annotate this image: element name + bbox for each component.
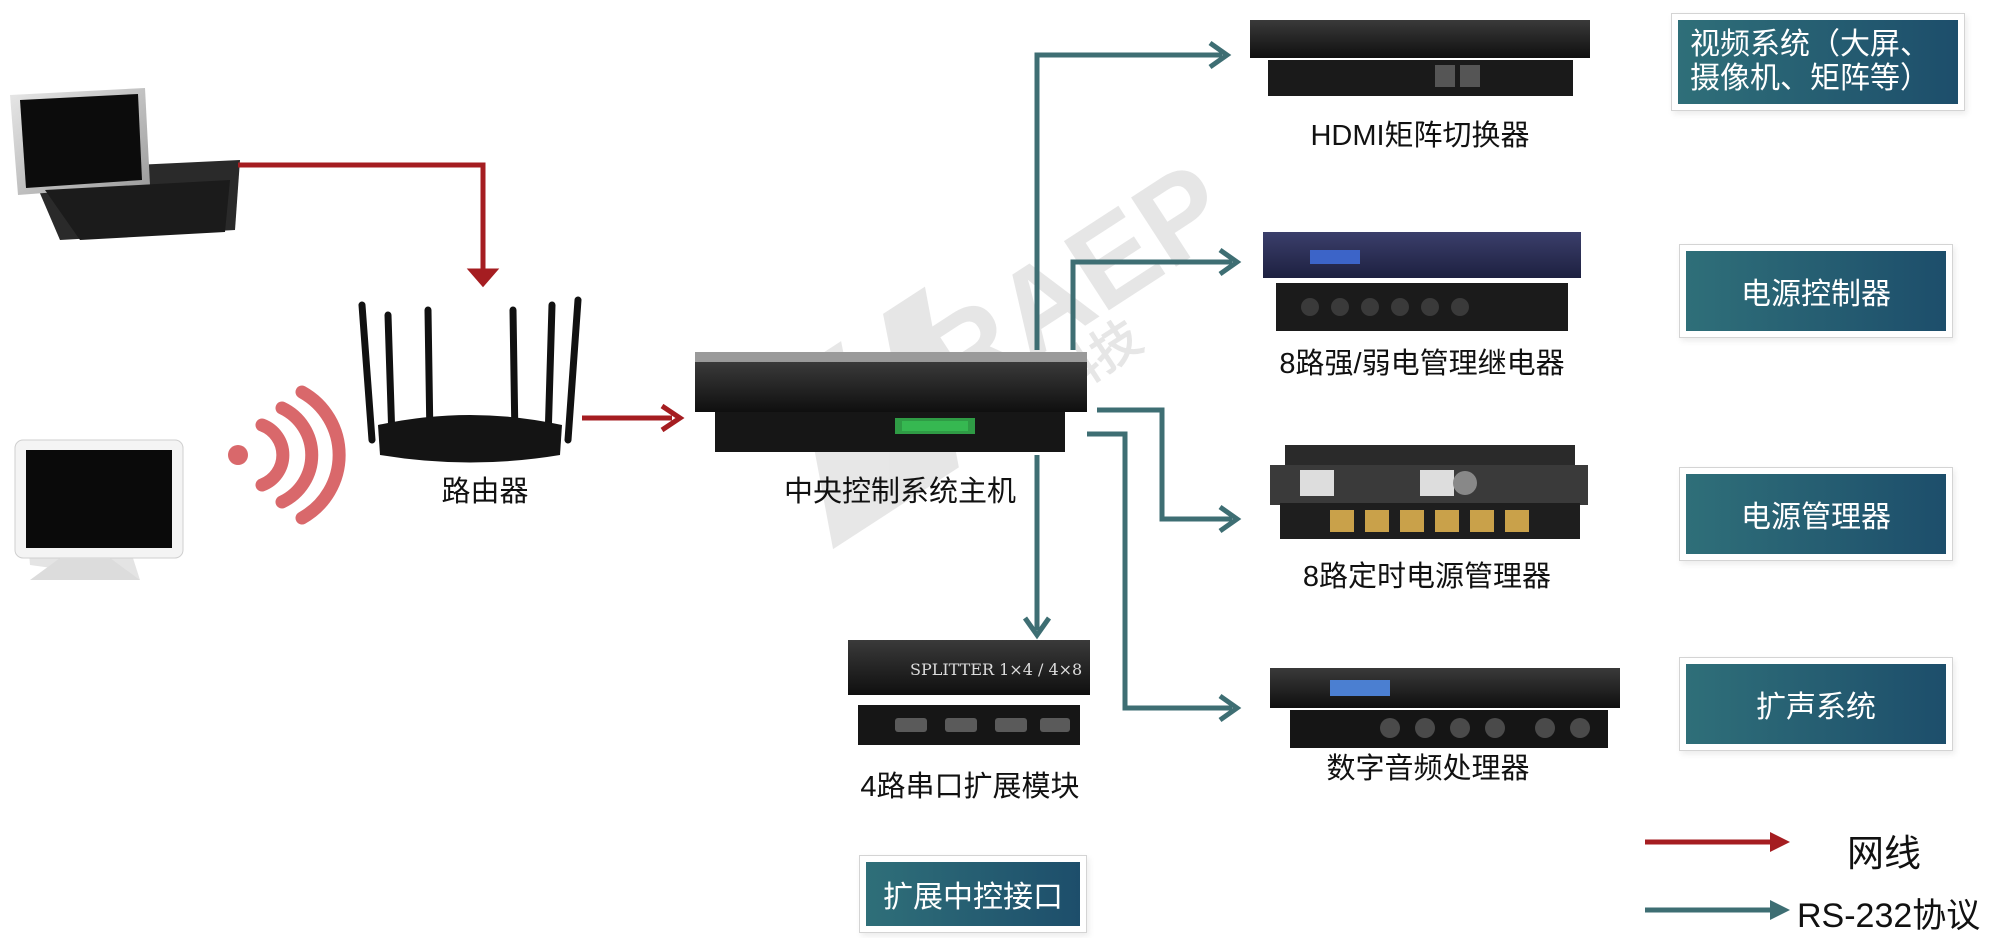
relay-device: [1263, 232, 1581, 331]
box-video-line1: 视频系统（大屏、: [1690, 28, 1930, 61]
label-router: 路由器: [441, 476, 529, 508]
label-central-host: 中央控制系统主机: [783, 476, 1016, 508]
wifi-signal-icon: [228, 385, 346, 525]
rs232-arrow-power-seq: [1218, 504, 1242, 534]
hdmi-matrix-device: [1250, 20, 1590, 96]
box-power-controller: 电源控制器: [1686, 251, 1946, 331]
box-extension-interface: 扩展中控接口: [866, 862, 1080, 926]
serial-splitter-device: SPLITTER 1×4 / 4×8: [848, 640, 1090, 745]
net-arrow-router-host: [660, 403, 685, 433]
label-serial-extension: 4路串口扩展模块: [860, 771, 1080, 803]
label-hdmi-matrix: HDMI矩阵切换器: [1310, 120, 1530, 152]
splitter-panel-text: SPLITTER 1×4 / 4×8: [910, 660, 1082, 679]
tablet-desk-icon: [10, 88, 240, 240]
tablet-stand-icon: [14, 439, 184, 580]
network-connections: [238, 162, 685, 433]
power-sequencer-device: [1270, 445, 1588, 539]
rs232-line-audio: [1087, 431, 1232, 711]
legend-graphics: [1645, 832, 1790, 920]
audio-processor-device: [1270, 668, 1620, 748]
net-line-tablet-router: [238, 162, 486, 280]
legend-network-text: 网线: [1847, 833, 1921, 874]
label-power-sequencer: 8路定时电源管理器: [1302, 561, 1552, 593]
rs232-arrow-hdmi: [1208, 40, 1232, 70]
rs232-line-hdmi: [1034, 52, 1222, 350]
box-pa-system: 扩声系统: [1686, 664, 1946, 744]
box-video-line2: 摄像机、矩阵等）: [1690, 62, 1930, 95]
rs232-line-relay: [1070, 259, 1232, 350]
box-power-manager: 电源管理器: [1686, 474, 1946, 554]
rs232-arrow-splitter: [1022, 616, 1052, 640]
box-video-system: 视频系统（大屏、 摄像机、矩阵等）: [1678, 20, 1958, 104]
rs232-line-power-seq: [1097, 407, 1232, 522]
net-arrow-tablet-router: [466, 268, 500, 288]
router-device: [358, 296, 582, 463]
central-host-device: [695, 352, 1087, 452]
label-relay: 8路强/弱电管理继电器: [1279, 348, 1565, 380]
rs232-arrow-relay: [1218, 247, 1242, 277]
legend-rs232-text: RS-232协议: [1797, 897, 1981, 935]
label-audio-processor: 数字音频处理器: [1326, 753, 1530, 785]
rs232-connections: [1022, 40, 1242, 723]
rs232-arrow-audio: [1218, 693, 1242, 723]
